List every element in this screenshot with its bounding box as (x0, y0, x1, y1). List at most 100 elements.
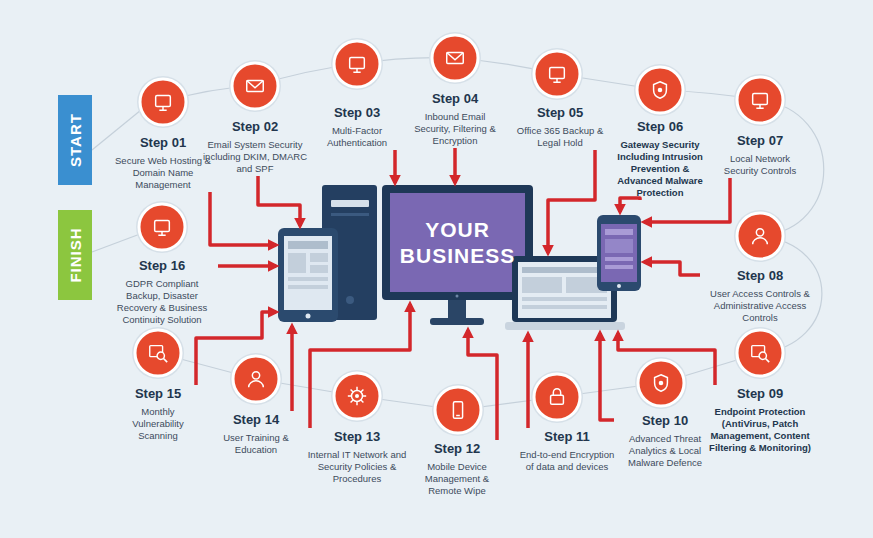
step-icon (429, 32, 481, 84)
step-box: Step 15Monthly Vulnerability Scanning (113, 386, 203, 442)
step-description: End-to-end Encryption of data and device… (519, 449, 615, 473)
band-label: START (67, 113, 84, 167)
step-icon (637, 67, 683, 113)
step-icon (136, 201, 188, 253)
step-icon (139, 204, 185, 250)
step-heading: Step 06 (607, 119, 713, 135)
step-box: Step 14User Training & Education (211, 412, 301, 456)
step-icon (350, 58, 365, 73)
step-icon (230, 353, 282, 405)
laptop (522, 297, 607, 301)
step-description: Secure Web Hosting & Domain Name Managem… (109, 155, 217, 191)
phone (605, 239, 633, 253)
ring-line (92, 234, 140, 252)
step-description: Advanced Threat Analytics & Local Malwar… (617, 433, 713, 469)
step-heading: Step 07 (714, 133, 806, 149)
laptop (522, 305, 607, 309)
devices (278, 185, 641, 330)
step-icon (334, 41, 380, 87)
arrow-connector (644, 262, 700, 275)
step-icon (331, 38, 383, 90)
tablet (288, 285, 328, 289)
step-icon (233, 356, 279, 402)
phone (597, 215, 641, 291)
hub-title: YOUR BUSINESS (390, 193, 525, 292)
laptop (505, 322, 625, 330)
step-box: Step 03Multi-Factor Authentication (312, 105, 402, 149)
tablet (278, 228, 338, 322)
step-heading: Step 08 (703, 268, 817, 284)
tablet (310, 265, 328, 273)
arrow-connector (310, 304, 410, 428)
step-description: GDPR Compliant Backup, Disaster Recovery… (109, 278, 215, 326)
step-heading: Step 14 (213, 412, 299, 428)
ring-line (158, 58, 824, 410)
step-icon (429, 32, 481, 84)
step-icon (453, 402, 462, 419)
step-icon (232, 63, 278, 109)
step-icon (534, 374, 580, 420)
step-box: Step 16GDPR Compliant Backup, Disaster R… (107, 258, 217, 326)
tablet (288, 241, 328, 249)
step-icon (249, 372, 264, 388)
step-icon (734, 327, 786, 379)
step-icon (734, 74, 786, 126)
step-icon (550, 68, 565, 83)
arrow-connector (290, 326, 294, 411)
tablet (306, 314, 311, 319)
step-heading: Step 02 (198, 119, 312, 135)
monitor (382, 185, 533, 325)
desktop-tower (346, 296, 354, 304)
arrow-connector (453, 148, 457, 183)
monitor (390, 193, 525, 292)
phone (597, 215, 641, 291)
tablet (284, 236, 332, 310)
step-heading: Step 11 (519, 429, 615, 445)
ring-line (92, 110, 141, 150)
step-icon (230, 353, 282, 405)
arrow-connector (393, 150, 397, 183)
phone (605, 265, 633, 269)
step-icon (447, 53, 464, 64)
arrow-connector (618, 333, 715, 385)
phone (605, 229, 633, 235)
step-description: Gateway Security Including Intrusion Pre… (607, 139, 713, 199)
step-icon (150, 346, 167, 363)
step-icon (137, 76, 189, 128)
step-heading: Step 01 (109, 135, 217, 151)
step-icon (737, 213, 783, 259)
desktop-tower (331, 213, 369, 216)
step-icon (635, 357, 687, 409)
step-icon (156, 96, 171, 111)
step-box: Step 05Office 365 Backup & Legal Hold (510, 105, 610, 149)
step-icon (334, 373, 380, 419)
step-icon (634, 64, 686, 116)
step-icon (534, 51, 580, 97)
step-icon (654, 82, 667, 99)
business-hub: YOUR BUSINESS (278, 185, 641, 330)
step-box: Step 10 Advanced Threat Analytics & Local… (615, 413, 715, 469)
arrow-connector (526, 334, 530, 428)
step-icon (132, 327, 184, 379)
step-heading: Step 10 (617, 413, 713, 429)
step-icon (229, 60, 281, 112)
start-finish-band: FINISH (58, 210, 92, 300)
step-description: Mobile Device Management & Remote Wipe (411, 461, 503, 497)
step-icon (734, 74, 786, 126)
step-icon (247, 81, 264, 92)
step-icon (531, 48, 583, 100)
step-icon (331, 38, 383, 90)
step-heading: Step 05 (512, 105, 608, 121)
step-box: Step 11 End-to-end Encryption of data and… (517, 429, 617, 473)
step-icon (752, 346, 769, 363)
phone (605, 257, 633, 261)
step-heading: Step 13 (300, 429, 414, 445)
step-icon (655, 375, 668, 392)
step-box: Step 04Inbound Email Security, Filtering… (409, 91, 501, 147)
monitor (430, 318, 484, 325)
tablet (310, 253, 328, 262)
step-icon (435, 387, 481, 433)
step-icon (331, 370, 383, 422)
step-heading: Step 03 (314, 105, 400, 121)
